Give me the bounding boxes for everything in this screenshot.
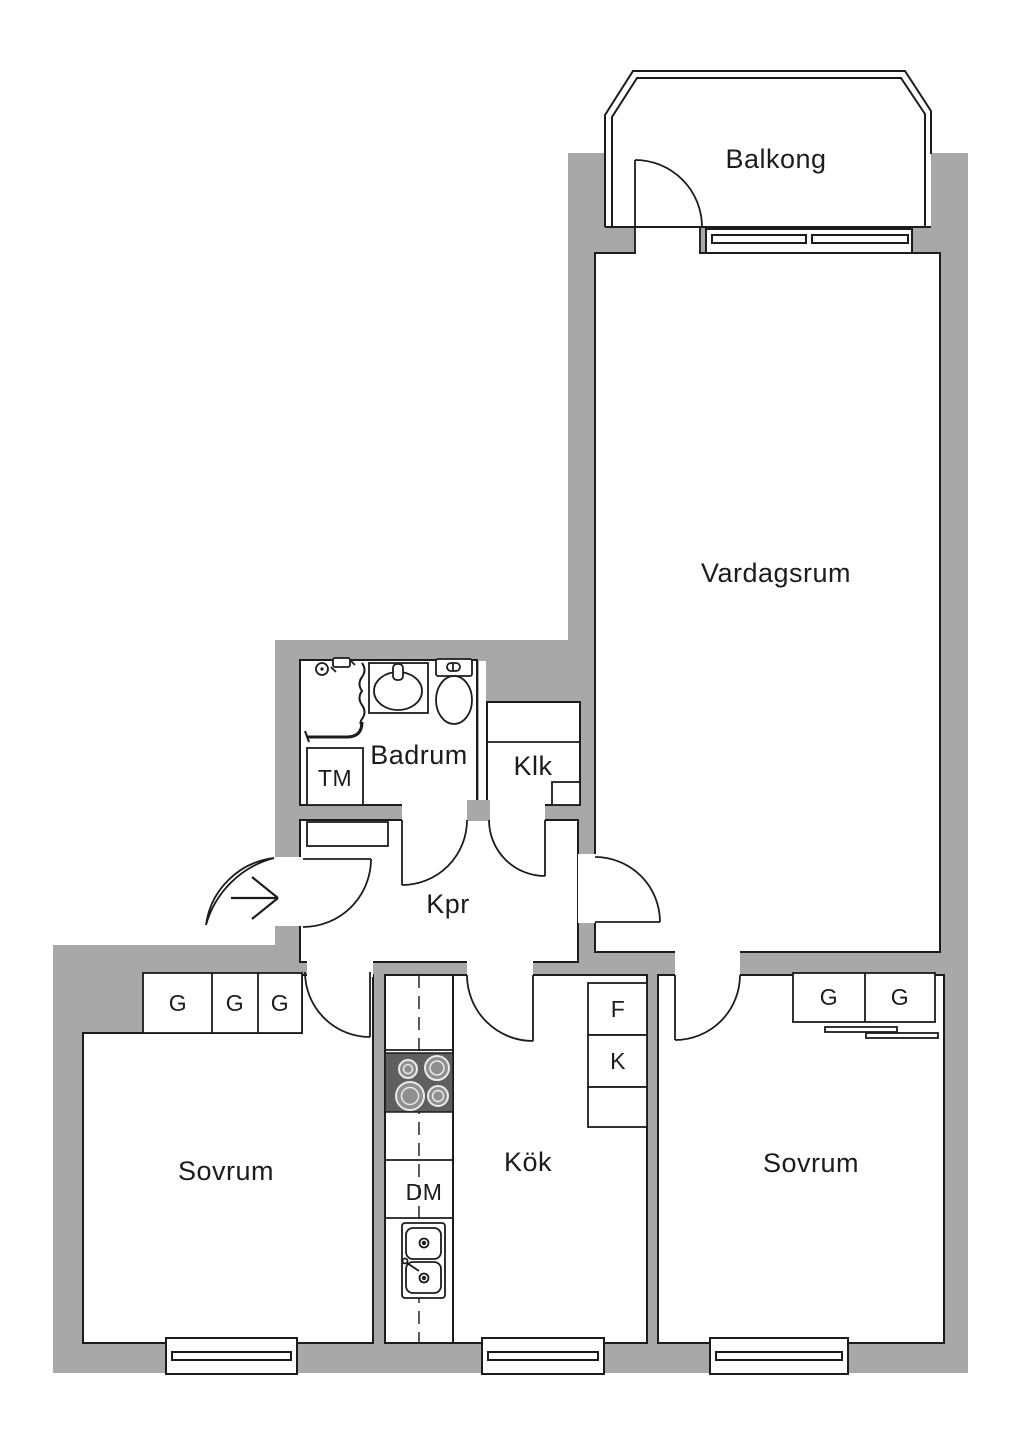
window-sovrum-left-glass [171, 1351, 292, 1361]
room-vardagsrum [594, 252, 941, 953]
wardrobes [142, 972, 939, 1039]
wardrobe-label-g3: G [271, 990, 289, 1016]
opening-balcony-door [636, 228, 699, 254]
entry-arrow-icon [231, 876, 279, 920]
vardagsrum-door-swing [594, 856, 661, 923]
shower-screen [307, 721, 364, 739]
window-vardagsrum-glass-left [711, 234, 807, 244]
wall-stub-bath-klk [467, 800, 490, 821]
room-label-sovrum-left: Sovrum [178, 1156, 274, 1186]
shower-icon [315, 657, 356, 676]
wall-openings [273, 228, 740, 977]
room-label-klk: Klk [513, 751, 552, 781]
opening-klk-door [490, 804, 545, 822]
shower-curtain [358, 662, 366, 727]
room-label-balkong: Balkong [725, 144, 826, 174]
klk-details [487, 741, 581, 806]
klk-door-swing [488, 819, 546, 877]
room-label-kpr: Kpr [426, 889, 470, 919]
appliance-label-dm: DM [406, 1179, 443, 1205]
toilet-icon [435, 658, 473, 725]
balcony-floor [605, 71, 931, 227]
room-label-badrum: Badrum [370, 740, 468, 770]
wardrobe-label-g1: G [169, 990, 187, 1016]
wardrobe-row-left [142, 972, 303, 1034]
fridge-box [587, 1034, 648, 1088]
entry-door-swing [302, 858, 372, 928]
entry-door-leaf-outside [205, 857, 275, 926]
opening-sovrum-right-door [675, 950, 740, 977]
opening-kok-door [467, 961, 533, 977]
stove-icon [384, 1052, 454, 1113]
appliance-label-tm: TM [318, 765, 352, 791]
balcony-wall-outer [604, 70, 932, 227]
klk-small-box [551, 781, 581, 806]
opening-vardagsrum-door [578, 854, 597, 923]
wardrobe-label-g4: G [820, 984, 838, 1010]
washing-machine-box [306, 747, 364, 806]
kok-door-swing [466, 974, 534, 1042]
doors [205, 159, 741, 1042]
sink-icon [368, 662, 429, 714]
bathroom-fixtures [304, 657, 473, 847]
room-floors [82, 252, 945, 1344]
wardrobe-label-g5: G [891, 984, 909, 1010]
room-label-vardagsrum: Vardagsrum [701, 558, 851, 588]
window-kok-glass [487, 1351, 599, 1361]
freezer-box [587, 982, 648, 1036]
balcony [604, 70, 932, 228]
sliding-door-front [824, 1026, 898, 1033]
balcony-door-swing [634, 159, 703, 228]
shower-screen-end [304, 730, 310, 743]
sovrum-left-door-swing [304, 971, 371, 1038]
opening-entry-door [273, 857, 302, 926]
room-label-kok: Kök [504, 1147, 552, 1177]
balcony-wall-inner [611, 77, 926, 227]
fridge-freezer-column [587, 982, 648, 1128]
window-vardagsrum-glass-right [811, 234, 909, 244]
windows [165, 228, 913, 1375]
sovrum-right-door-swing [674, 974, 741, 1041]
appliance-label-k: K [610, 1048, 626, 1074]
badrum-door-swing [401, 819, 468, 886]
kitchen-details [384, 975, 648, 1343]
opening-badrum-door [402, 804, 467, 822]
kitchen-sink-icon [401, 1222, 446, 1299]
opening-sovrum-left-door [307, 961, 373, 977]
window-sovrum-right-glass [715, 1351, 843, 1361]
sliding-door-back [865, 1032, 939, 1039]
cavity-bath-klk-wall [479, 661, 486, 804]
labels: Balkong Vardagsrum Badrum Klk Kpr Kök So… [169, 144, 909, 1205]
cabinet-box [587, 1086, 648, 1128]
room-label-sovrum-right: Sovrum [763, 1148, 859, 1178]
appliance-label-f: F [611, 996, 626, 1022]
wardrobe-label-g2: G [226, 990, 244, 1016]
hall-shelf [306, 821, 389, 847]
wardrobe-row-right [792, 972, 936, 1023]
